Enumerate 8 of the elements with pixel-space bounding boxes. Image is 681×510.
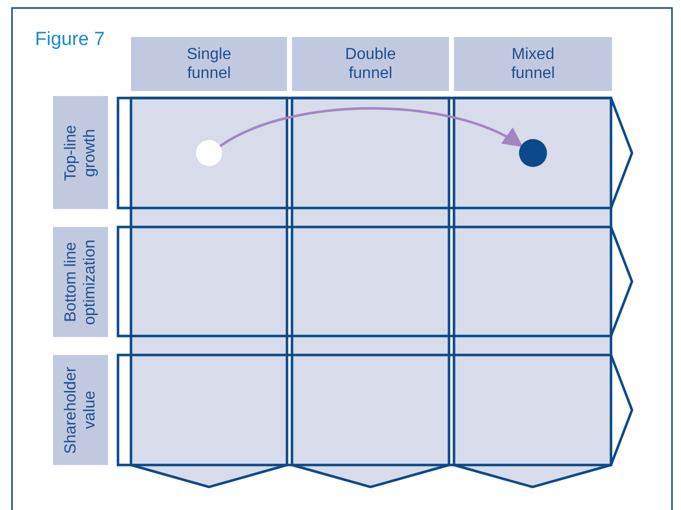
row-header: Bottom line optimization xyxy=(53,227,108,337)
column-header: Double funnel xyxy=(292,37,449,91)
arrow xyxy=(219,107,524,148)
row-header: Top-line growth xyxy=(53,96,108,209)
row-header: Shareholder value xyxy=(53,355,108,465)
figure-title: Figure 7 xyxy=(35,29,105,51)
column-header: Mixed funnel xyxy=(454,37,612,91)
column-header: Single funnel xyxy=(131,37,287,91)
